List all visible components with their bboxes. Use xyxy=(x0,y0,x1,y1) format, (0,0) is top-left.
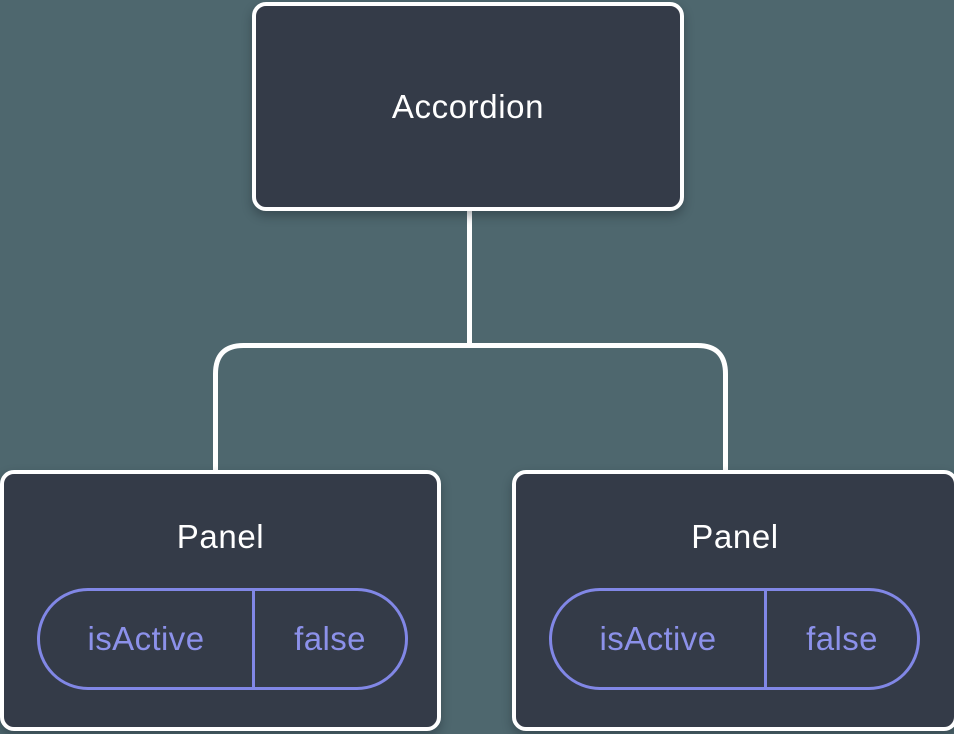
node-label-accordion: Accordion xyxy=(391,87,545,125)
node-label-panel-right: Panel xyxy=(691,518,779,555)
state-pill-left: isActive false xyxy=(37,588,408,690)
node-label-panel-left: Panel xyxy=(176,518,265,555)
state-pill-right: isActive false xyxy=(549,588,920,690)
component-node-panel-left: Panel isActive false xyxy=(0,470,441,731)
component-node-accordion: Accordion xyxy=(252,2,684,211)
state-key-left: isActive xyxy=(87,620,205,657)
state-value-left: false xyxy=(252,591,405,687)
component-node-panel-right: Panel isActive false xyxy=(512,470,954,731)
state-value-right: false xyxy=(764,591,917,687)
state-key-right: isActive xyxy=(599,620,717,657)
connector-bracket xyxy=(213,343,728,474)
